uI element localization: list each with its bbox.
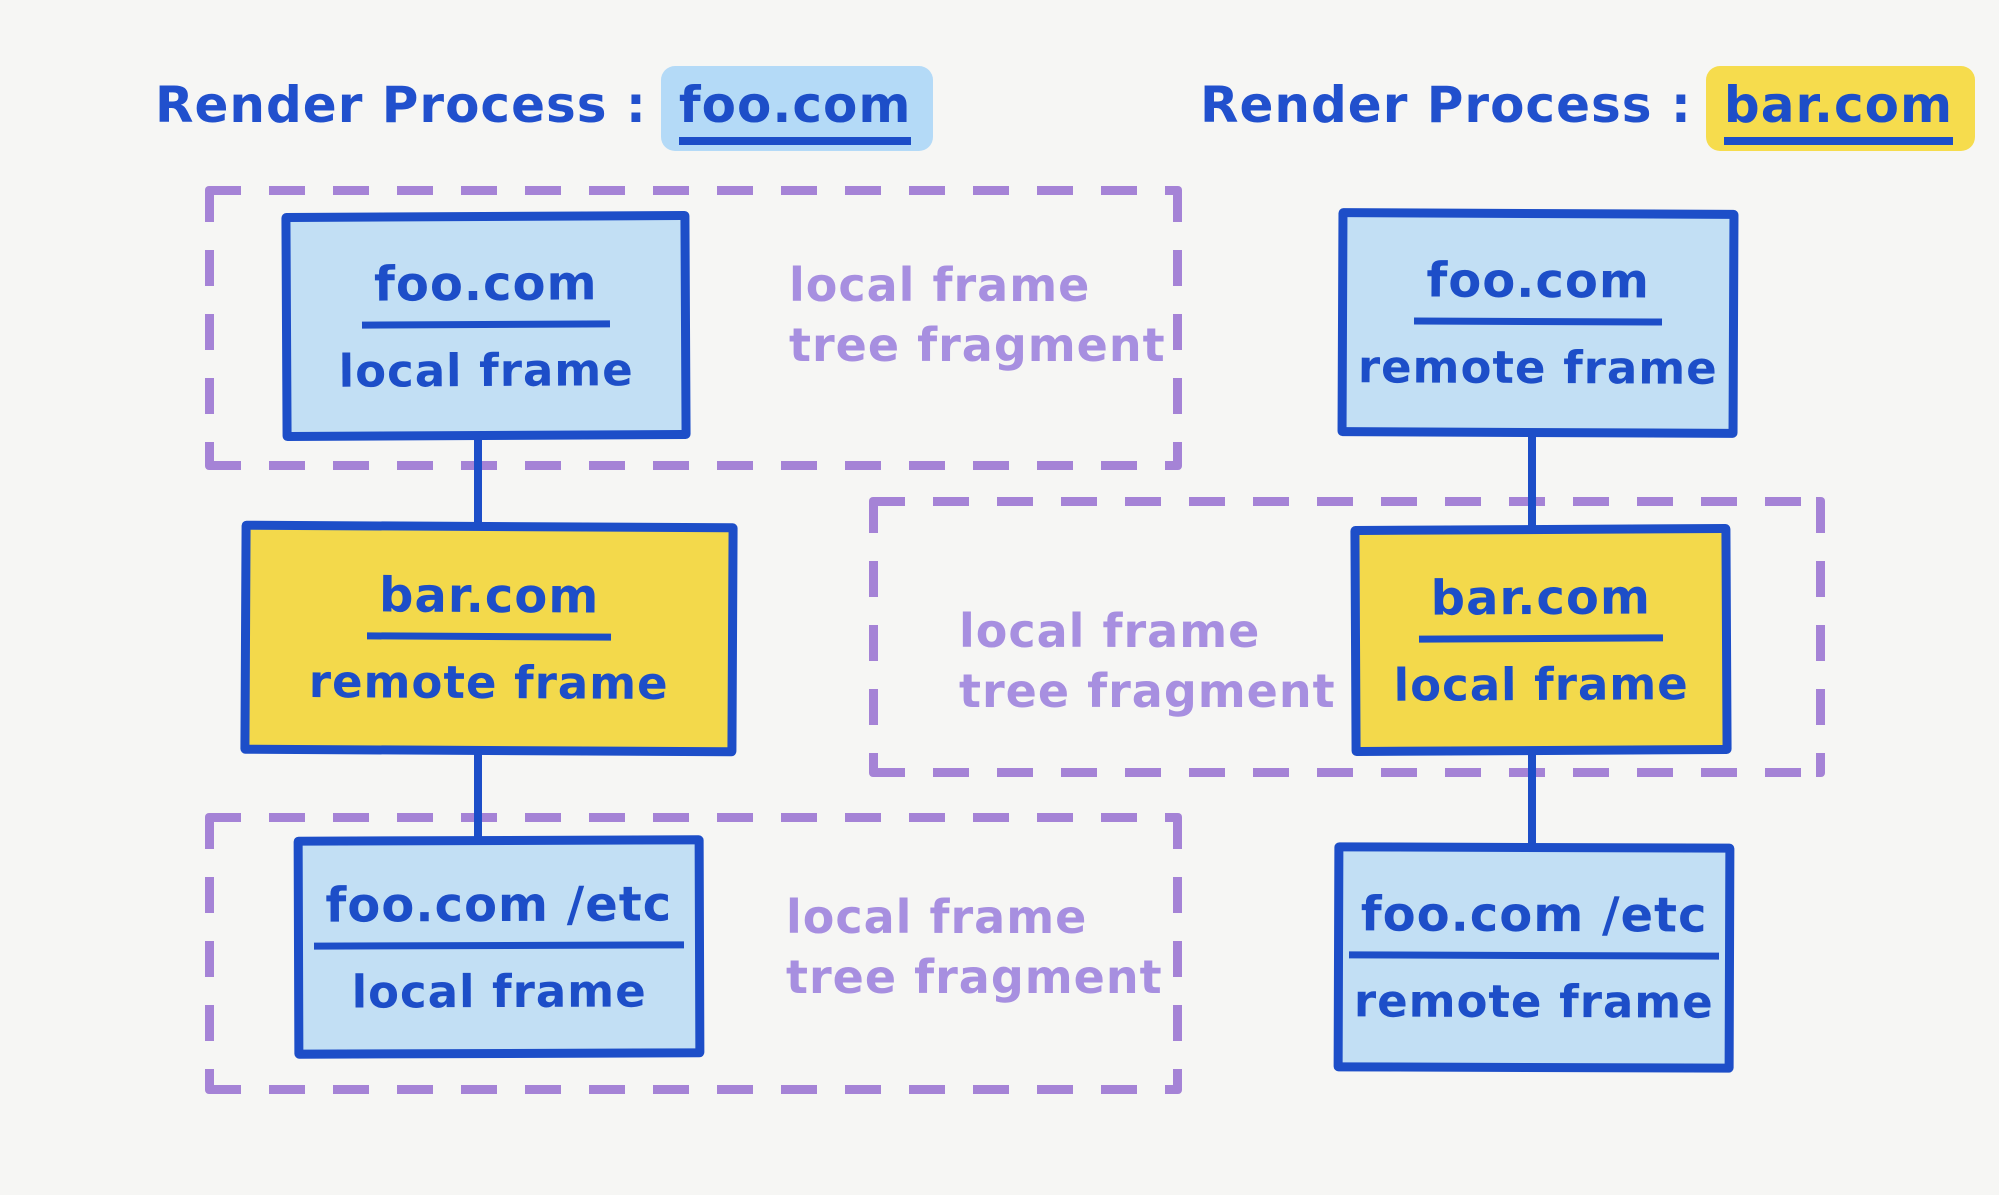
node-domain: bar.com <box>1418 568 1664 643</box>
fragment-label-line1: local frame <box>786 890 1088 944</box>
frame-node-foo-remote: foo.com remote frame <box>1337 208 1739 438</box>
frame-node-bar-remote: bar.com remote frame <box>240 520 738 757</box>
connector-line <box>1528 432 1536 532</box>
title-prefix: Render Process : <box>155 76 647 134</box>
frame-node-bar-local: bar.com local frame <box>1350 524 1732 756</box>
node-kind: local frame <box>1393 656 1689 712</box>
frame-node-fooetc-remote: foo.com /etc remote frame <box>1333 842 1735 1073</box>
node-kind: remote frame <box>308 655 669 710</box>
node-kind: local frame <box>338 342 634 398</box>
fragment-label: local frame tree fragment <box>959 602 1336 722</box>
node-domain: foo.com <box>361 254 610 329</box>
fragment-label: local frame tree fragment <box>789 256 1166 376</box>
node-kind: remote frame <box>1357 339 1718 395</box>
fragment-label-line2: tree fragment <box>786 949 1163 1004</box>
node-domain: foo.com <box>1414 251 1663 326</box>
fragment-label: local frame tree fragment <box>786 888 1163 1008</box>
node-kind: remote frame <box>1353 974 1714 1029</box>
node-domain: bar.com <box>366 567 612 641</box>
render-process-title-foo: Render Process : foo.com <box>155 66 934 151</box>
frame-node-foo-local: foo.com local frame <box>281 210 691 442</box>
domain-highlight-blue: foo.com <box>660 66 934 151</box>
fragment-label-line2: tree fragment <box>789 317 1166 372</box>
node-domain: foo.com /etc <box>1348 886 1720 960</box>
title-domain: bar.com <box>1723 76 1954 145</box>
render-process-title-bar: Render Process : bar.com <box>1200 66 1976 151</box>
node-domain: foo.com /etc <box>313 875 685 950</box>
fragment-label-line1: local frame <box>959 604 1261 658</box>
fragment-label-line2: tree fragment <box>959 663 1336 718</box>
fragment-label-line1: local frame <box>789 258 1091 312</box>
connector-line <box>474 436 482 530</box>
frame-node-fooetc-local: foo.com /etc local frame <box>293 835 705 1059</box>
connector-line <box>474 750 482 842</box>
title-domain: foo.com <box>678 76 912 145</box>
connector-line <box>1528 750 1536 848</box>
title-prefix: Render Process : <box>1200 76 1692 134</box>
node-kind: local frame <box>351 963 647 1019</box>
domain-highlight-yellow: bar.com <box>1705 66 1976 151</box>
